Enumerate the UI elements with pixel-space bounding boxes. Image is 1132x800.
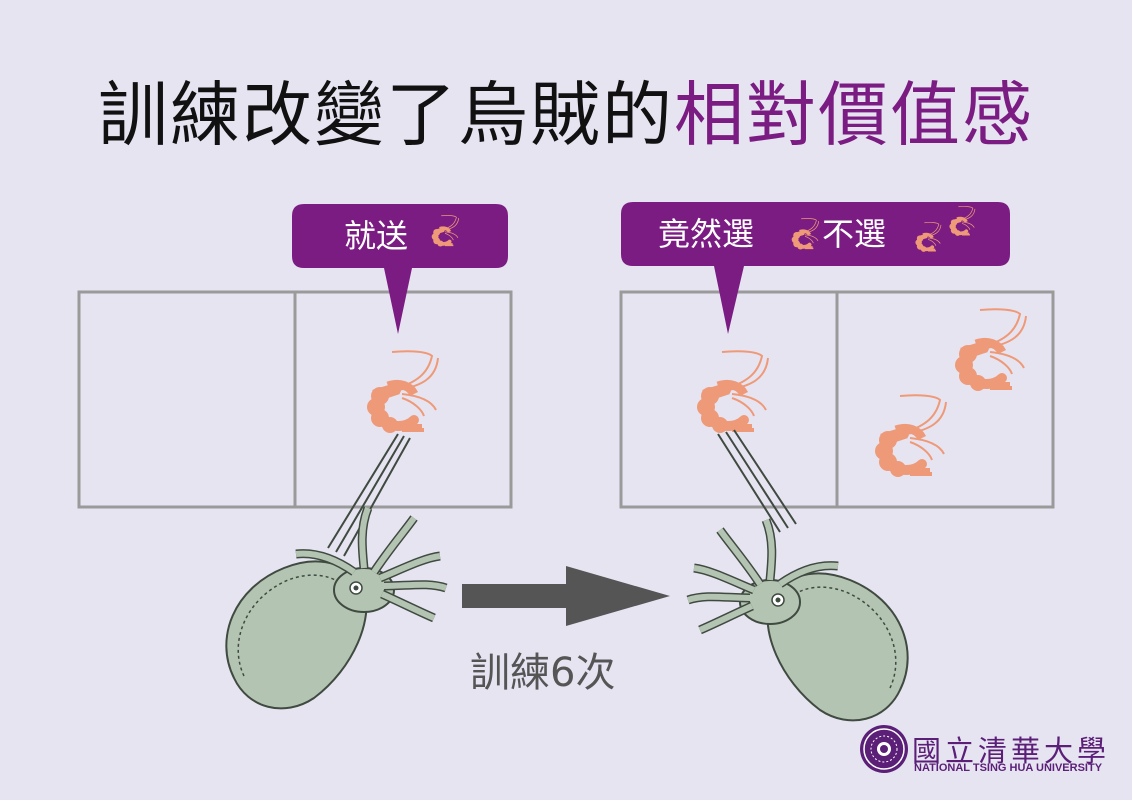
page-title: 訓練改變了烏賊的相對價值感 xyxy=(0,72,1132,158)
logo-name-en: NATIONAL TSING HUA UNIVERSITY xyxy=(914,762,1103,774)
left-bubble-label: 就送 xyxy=(344,217,409,255)
training-label: 訓練6次 xyxy=(470,650,616,696)
right-bubble-label-1: 竟然選 xyxy=(658,215,755,253)
left-chamber-empty xyxy=(77,290,297,509)
pair-shrimp-icon-2 xyxy=(875,395,946,477)
right-cuttlefish-icon xyxy=(688,520,908,720)
university-seal xyxy=(860,725,908,773)
left-panel xyxy=(77,204,513,708)
tentacle-strike-right xyxy=(717,429,797,533)
tentacle-strike xyxy=(327,433,411,557)
title-highlight: 相對價值感 xyxy=(674,74,1034,156)
right-chamber-double xyxy=(835,290,1055,509)
right-panel xyxy=(619,202,1055,720)
chosen-shrimp-icon xyxy=(697,351,768,433)
left-cuttlefish-icon xyxy=(226,508,446,708)
training-arrow xyxy=(462,566,670,626)
pair-shrimp-icon-1 xyxy=(955,309,1026,391)
right-bubble-label-2: 不選 xyxy=(822,215,887,253)
left-speech-bubble xyxy=(292,204,508,334)
left-chamber-shrimp xyxy=(293,290,513,509)
right-speech-bubble xyxy=(621,202,1010,334)
single-shrimp-icon xyxy=(367,351,438,433)
logo-name-cn: 國立清華大學 xyxy=(912,734,1111,768)
title-main: 訓練改變了烏賊的 xyxy=(98,74,674,156)
